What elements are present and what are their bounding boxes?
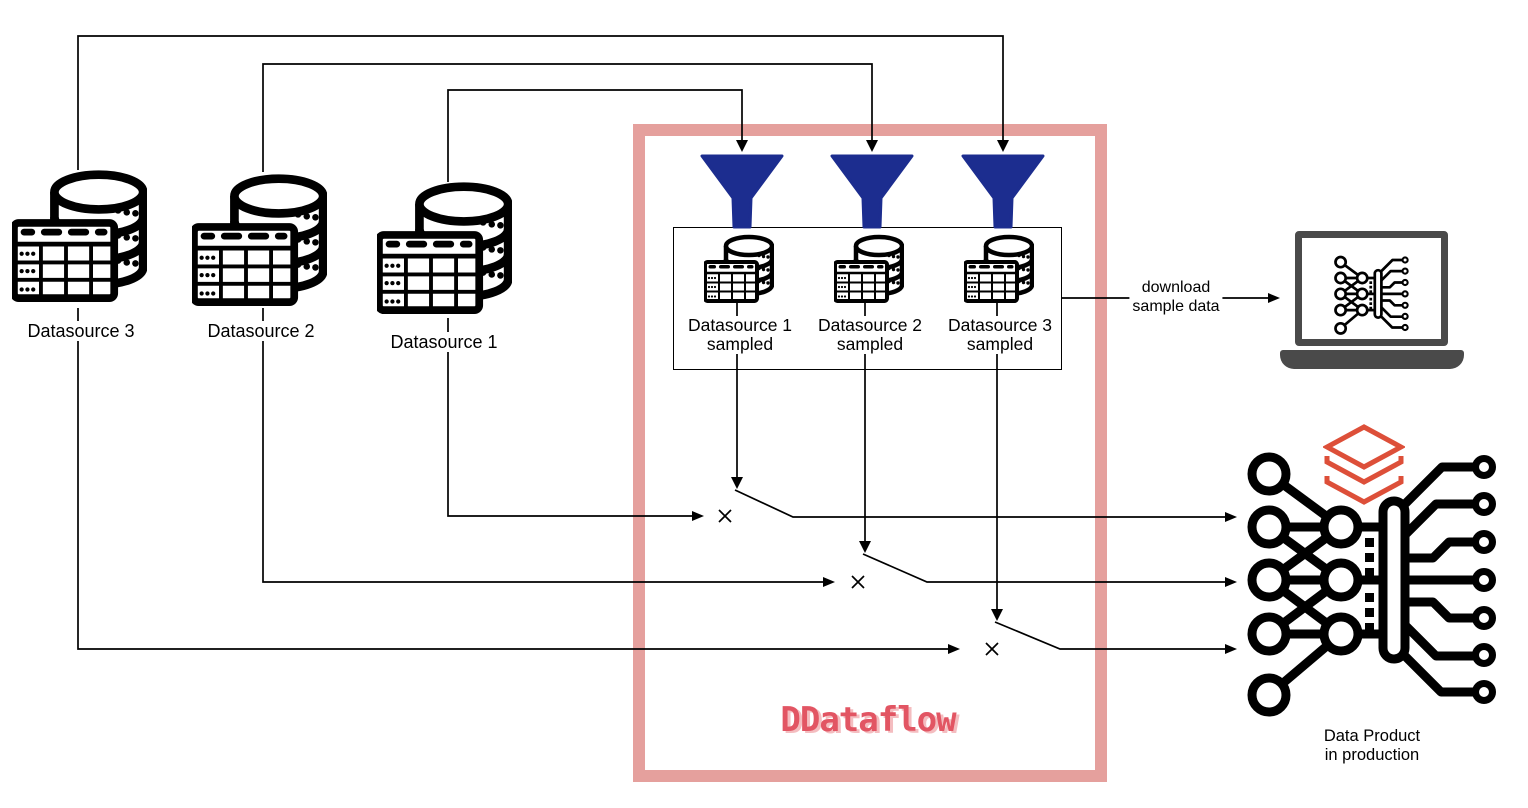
- sampled-3-label: Datasource 3 sampled: [945, 315, 1055, 354]
- datasource-2-database-table-icon: [192, 171, 327, 306]
- ddataflow-title: DDataflow: [780, 700, 956, 740]
- sampled-2-label: Datasource 2 sampled: [815, 315, 925, 354]
- download-line1: download: [1141, 279, 1211, 296]
- sampled-1-database-table-icon: [704, 233, 774, 303]
- datasource-1-database-table-icon: [377, 179, 512, 314]
- datasource-1-label: Datasource 1: [387, 332, 501, 352]
- sampled-1-line2: sampled: [706, 334, 774, 354]
- sampled-2-line1: Datasource 2: [817, 315, 923, 335]
- sampled-2-database-table-icon: [834, 233, 904, 303]
- sampled-3-database-table-icon: [964, 233, 1034, 303]
- data-product-label: Data Product in production: [1321, 727, 1423, 765]
- sampled-2-line2: sampled: [836, 334, 904, 354]
- data-product-line2: in production: [1324, 746, 1420, 764]
- data-product-line1: Data Product: [1323, 727, 1421, 745]
- download-sample-data-label: download sample data: [1129, 278, 1223, 316]
- laptop-icon: [1295, 231, 1448, 346]
- datasource-3-label: Datasource 3: [24, 321, 138, 341]
- sampled-1-label: Datasource 1 sampled: [685, 315, 795, 354]
- laptop-neural-network-icon: [1331, 251, 1415, 335]
- ddataflow-box: [633, 124, 1107, 782]
- laptop-base: [1280, 350, 1464, 369]
- sampled-3-line1: Datasource 3: [947, 315, 1053, 335]
- datasource-3-database-table-icon: [12, 167, 147, 302]
- databricks-layers-logo: [1323, 424, 1405, 505]
- datasource-2-label: Datasource 2: [204, 321, 318, 341]
- download-line2: sample data: [1132, 298, 1220, 315]
- sampled-1-line1: Datasource 1: [687, 315, 793, 335]
- sampled-3-line2: sampled: [966, 334, 1034, 354]
